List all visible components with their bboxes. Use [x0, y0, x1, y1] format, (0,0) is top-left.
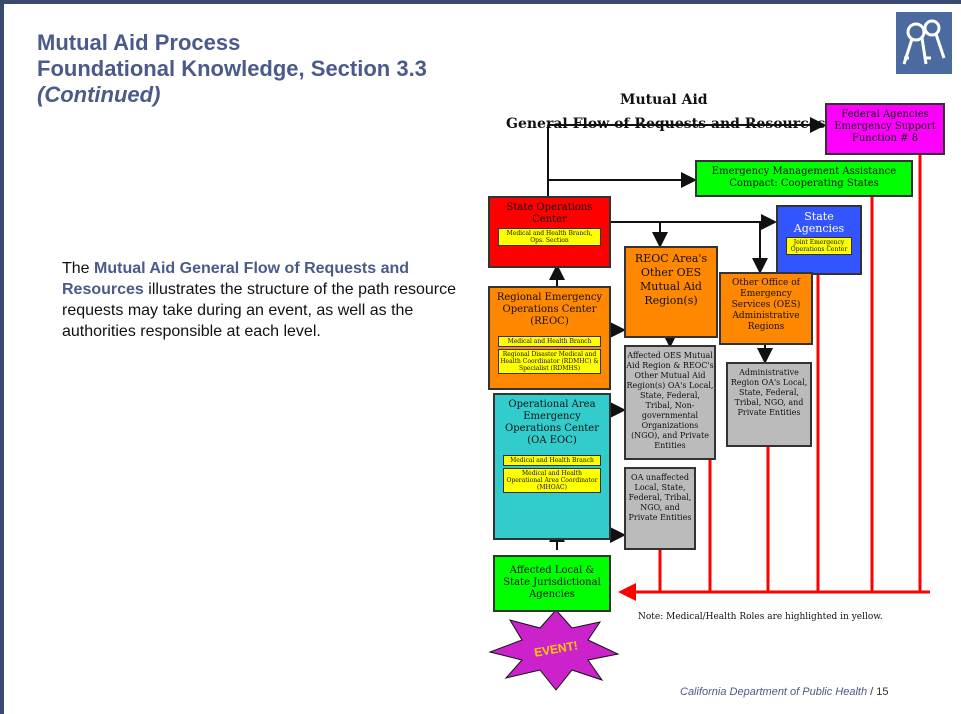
diagram-title-2: General Flow of Requests and Resources	[506, 116, 826, 132]
footer-org: California Department of Public Health	[680, 686, 868, 698]
desc-rest: illustrates the structure of the path re…	[62, 281, 456, 340]
federal-agencies-box: Federal Agencies Emergency Support Funct…	[825, 103, 945, 155]
oa-unaffected-box: OA unaffected Local, State, Federal, Tri…	[624, 467, 696, 550]
affected-local-state-box: Affected Local & State Jurisdictional Ag…	[493, 555, 611, 612]
title-line-1: Mutual Aid Process	[37, 30, 241, 55]
state-operations-center-box: State Operations Center Medical and Heal…	[488, 196, 611, 268]
slide-footer: California Department of Public Health /…	[680, 686, 889, 698]
state-agencies-label: State Agencies	[793, 210, 845, 235]
administrative-region-box: Administrative Region OA's Local, State,…	[726, 362, 812, 447]
desc-prefix: The	[62, 260, 95, 277]
affected-oes-region-box: Affected OES Mutual Aid Region & REOC's …	[624, 345, 716, 460]
state-joint-eoc: Joint Emergency Operations Center	[786, 237, 852, 255]
title-line-2: Foundational Knowledge, Section 3.3	[37, 56, 427, 81]
slide-top-border	[0, 0, 961, 4]
desc-highlight: Mutual Aid General Flow of Requests and …	[62, 260, 410, 298]
description-text: The Mutual Aid General Flow of Requests …	[62, 258, 462, 342]
reoc-rdmhc: Regional Disaster Medical and Health Coo…	[498, 349, 601, 374]
reoc-medical-branch: Medical and Health Branch	[498, 336, 601, 347]
other-oes-regions-box: Other Office of Emergency Services (OES)…	[719, 272, 813, 345]
oa-eoc-label: Operational Area Emergency Operations Ce…	[505, 399, 599, 446]
reoc-label: Regional Emergency Operations Center (RE…	[496, 292, 603, 327]
oa-mhoac: Medical and Health Operational Area Coor…	[503, 468, 601, 493]
diagram-note: Note: Medical/Health Roles are highlight…	[638, 612, 883, 622]
diagram-title-1: Mutual Aid	[620, 92, 708, 108]
soc-medical-branch: Medical and Health Branch, Ops. Section	[498, 228, 601, 246]
oa-eoc-box: Operational Area Emergency Operations Ce…	[493, 393, 611, 540]
reoc-other-regions-box: REOC Area's Other OES Mutual Aid Region(…	[624, 246, 718, 338]
event-starburst	[488, 609, 620, 691]
slide-title: Mutual Aid Process Foundational Knowledg…	[37, 30, 427, 108]
soc-label: State Operations Center	[506, 202, 593, 225]
title-line-3: (Continued)	[37, 82, 161, 107]
oa-medical-branch: Medical and Health Branch	[503, 455, 601, 466]
reoc-box: Regional Emergency Operations Center (RE…	[488, 286, 611, 390]
state-agencies-box: State Agencies Joint Emergency Operation…	[776, 205, 862, 275]
slide-left-border	[0, 0, 4, 714]
emac-box: Emergency Management Assistance Compact:…	[695, 160, 913, 197]
keys-icon	[896, 12, 952, 74]
footer-page: / 15	[867, 686, 889, 698]
